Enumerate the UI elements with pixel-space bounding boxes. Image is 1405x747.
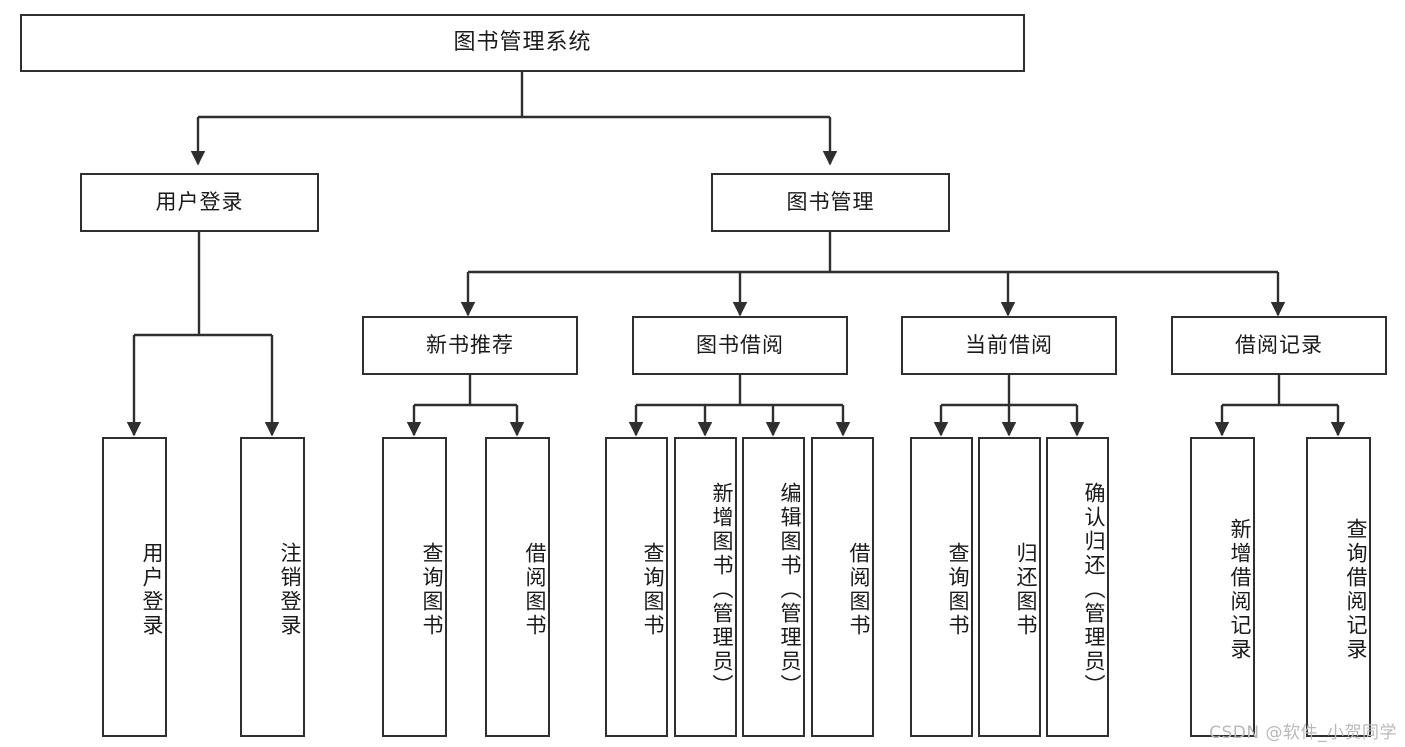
- node-leaf-cur-confirm[interactable]: 确认归还（管理员）: [1046, 437, 1109, 737]
- node-borrow-record-label: 借阅记录: [1235, 332, 1323, 357]
- node-leaf-rec-query2[interactable]: 查询借阅记录: [1306, 437, 1371, 737]
- node-book-manage[interactable]: 图书管理: [711, 173, 950, 232]
- node-leaf-user-login-label: 用户登录: [140, 542, 164, 638]
- node-leaf-borrow-query[interactable]: 查询图书: [605, 437, 668, 737]
- node-leaf-cur-confirm-label: 确认归还（管理员）: [1082, 482, 1106, 698]
- node-book-borrow[interactable]: 图书借阅: [632, 316, 848, 375]
- node-leaf-user-login[interactable]: 用户登录: [102, 437, 167, 737]
- node-leaf-cur-return-label: 归还图书: [1014, 542, 1038, 638]
- node-leaf-cur-query-label: 查询图书: [946, 542, 970, 638]
- node-leaf-borrow-lend[interactable]: 借阅图书: [811, 437, 874, 737]
- node-book-manage-label: 图书管理: [786, 189, 875, 214]
- node-user-login-label: 用户登录: [155, 189, 244, 214]
- node-leaf-rec-query2-label: 查询借阅记录: [1344, 518, 1368, 662]
- node-leaf-borrow-lend-label: 借阅图书: [847, 542, 871, 638]
- node-leaf-cur-query[interactable]: 查询图书: [910, 437, 973, 737]
- node-leaf-rec-query[interactable]: 查询图书: [382, 437, 447, 737]
- node-leaf-rec-add-label: 新增借阅记录: [1228, 518, 1252, 662]
- node-leaf-borrow-edit[interactable]: 编辑图书（管理员）: [742, 437, 805, 737]
- node-leaf-rec-add[interactable]: 新增借阅记录: [1190, 437, 1255, 737]
- node-leaf-rec-borrow[interactable]: 借阅图书: [485, 437, 550, 737]
- node-leaf-borrow-query-label: 查询图书: [641, 542, 665, 638]
- node-current-borrow[interactable]: 当前借阅: [901, 316, 1117, 375]
- node-borrow-record[interactable]: 借阅记录: [1171, 316, 1387, 375]
- watermark-text: CSDN @软件_小贺同学: [1209, 723, 1397, 743]
- node-current-borrow-label: 当前借阅: [965, 332, 1053, 357]
- node-leaf-user-logout-label: 注销登录: [278, 542, 302, 638]
- node-leaf-borrow-add-label: 新增图书（管理员）: [710, 482, 734, 698]
- node-leaf-borrow-edit-label: 编辑图书（管理员）: [778, 482, 802, 698]
- node-root[interactable]: 图书管理系统: [20, 14, 1025, 72]
- node-leaf-rec-borrow-label: 借阅图书: [523, 542, 547, 638]
- node-user-login[interactable]: 用户登录: [80, 173, 319, 232]
- node-leaf-user-logout[interactable]: 注销登录: [240, 437, 305, 737]
- node-new-book-rec[interactable]: 新书推荐: [362, 316, 578, 375]
- node-new-book-rec-label: 新书推荐: [426, 332, 514, 357]
- node-leaf-borrow-add[interactable]: 新增图书（管理员）: [674, 437, 737, 737]
- node-book-borrow-label: 图书借阅: [696, 332, 784, 357]
- node-leaf-rec-query-label: 查询图书: [420, 542, 444, 638]
- node-root-label: 图书管理系统: [453, 29, 592, 55]
- node-leaf-cur-return[interactable]: 归还图书: [978, 437, 1041, 737]
